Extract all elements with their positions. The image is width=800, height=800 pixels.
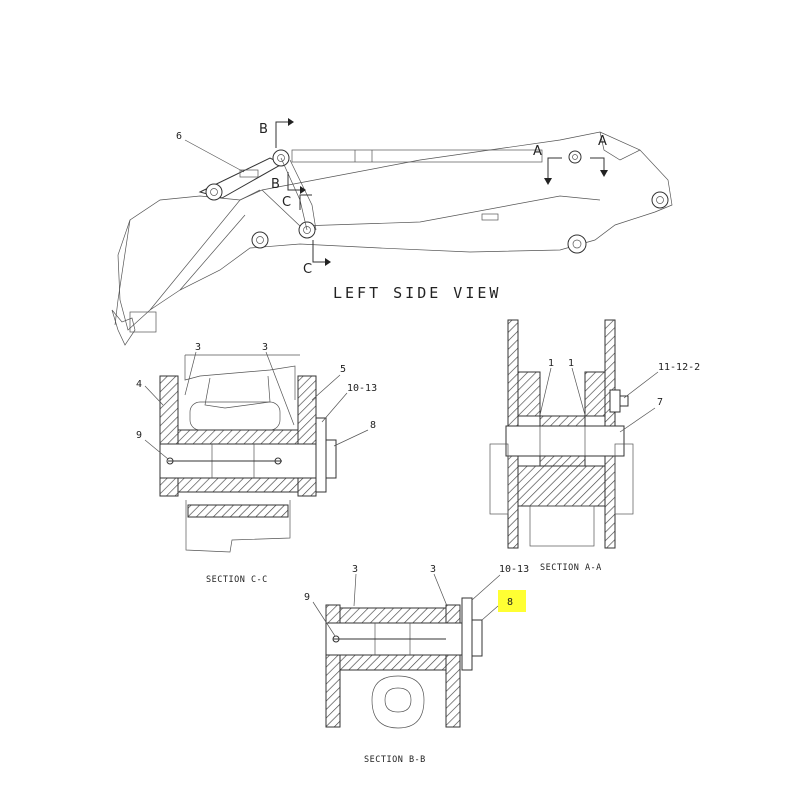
- callout-aa-7: 7: [657, 397, 663, 408]
- callout-aa-11-12-2: 11-12-2: [658, 362, 700, 373]
- section-marker-a-left: A: [533, 144, 542, 159]
- callout-cc-8: 8: [370, 420, 376, 431]
- callout-6: 6: [176, 131, 182, 142]
- callout-cc-9: 9: [136, 430, 142, 441]
- callout-highlight: [498, 590, 526, 612]
- callout-bb-3b: 3: [430, 564, 436, 575]
- section-bb-drawing: 3 3 10-13 9 8 SECTION B-B: [304, 564, 529, 765]
- callout-cc-3a: 3: [195, 342, 201, 353]
- section-aa-drawing: 1 1 11-12-2 7 SECTION A-A: [489, 319, 700, 573]
- callout-aa-1b: 1: [568, 358, 574, 369]
- callout-bb-8: 8: [507, 597, 513, 608]
- section-marker-a-right: A: [598, 134, 607, 149]
- callout-bb-3a: 3: [352, 564, 358, 575]
- callout-cc-3b: 3: [262, 342, 268, 353]
- callout-cc-10-13: 10-13: [347, 383, 377, 394]
- section-aa-caption: SECTION A-A: [540, 563, 602, 573]
- callout-aa-1a: 1: [548, 358, 554, 369]
- callout-bb-9: 9: [304, 592, 310, 603]
- left-side-view: B B C C A A 6 LEFT SIDE VIEW: [111, 118, 673, 346]
- callout-cc-4: 4: [136, 379, 142, 390]
- callout-bb-10-13: 10-13: [499, 564, 529, 575]
- section-marker-c-top: C: [282, 195, 291, 210]
- section-cc-drawing: 3 3 4 5 10-13 9 8 SECTION C-C: [136, 342, 377, 585]
- callout-cc-5: 5: [340, 364, 346, 375]
- section-cc-caption: SECTION C-C: [206, 575, 268, 585]
- section-marker-b-top: B: [259, 122, 268, 137]
- view-title: LEFT SIDE VIEW: [333, 284, 501, 302]
- section-marker-c-bottom: C: [303, 262, 312, 277]
- section-bb-caption: SECTION B-B: [364, 755, 426, 765]
- section-marker-b-bottom: B: [271, 177, 280, 192]
